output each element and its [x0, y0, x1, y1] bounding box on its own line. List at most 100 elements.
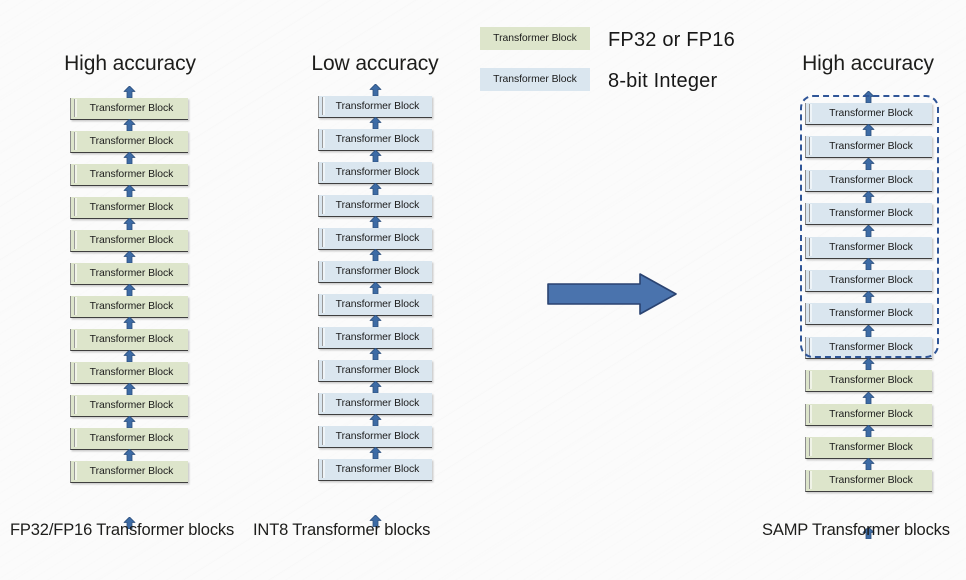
flow-up-arrow-icon	[123, 184, 136, 198]
flow-up-arrow-icon	[369, 83, 382, 97]
flow-up-arrow-icon	[862, 324, 875, 338]
flow-up-arrow-icon	[862, 357, 875, 371]
transformer-block-label: Transformer Block	[89, 367, 174, 378]
transformer-block: Transformer Block	[805, 437, 932, 459]
transformer-block-label: Transformer Block	[335, 332, 420, 343]
samp-column-title: High accuracy	[802, 52, 934, 75]
legend-swatch-int8: Transformer Block	[480, 68, 590, 91]
transformer-block: Transformer Block	[70, 230, 188, 252]
transformer-block-label: Transformer Block	[89, 136, 174, 147]
samp-column-caption: SAMP Transformer blocks	[762, 521, 950, 539]
flow-up-arrow-icon	[862, 457, 875, 471]
int8-column-title: Low accuracy	[311, 52, 439, 75]
flow-up-arrow-icon	[369, 215, 382, 229]
transformer-block-label: Transformer Block	[829, 208, 913, 220]
transformer-block-label: Transformer Block	[829, 341, 913, 353]
flow-up-arrow-icon	[862, 90, 875, 104]
transformer-block: Transformer Block	[318, 162, 432, 184]
transformer-block: Transformer Block	[318, 360, 432, 382]
legend-swatch-int8-label: Transformer Block	[493, 74, 577, 85]
flow-up-arrow-icon	[369, 446, 382, 460]
transformer-block-label: Transformer Block	[829, 275, 913, 286]
flow-up-arrow-icon	[369, 182, 382, 196]
transformer-block: Transformer Block	[805, 203, 932, 226]
transformer-block-label: Transformer Block	[829, 108, 913, 119]
transformer-block: Transformer Block	[318, 459, 432, 481]
transformer-block-label: Transformer Block	[335, 299, 420, 310]
transformer-block: Transformer Block	[805, 370, 932, 393]
transformer-block: Transformer Block	[70, 131, 188, 153]
flow-up-arrow-icon	[862, 157, 875, 171]
transformer-block: Transformer Block	[70, 263, 188, 285]
transformer-block-label: Transformer Block	[335, 167, 420, 178]
transformer-block: Transformer Block	[318, 228, 432, 250]
transformer-block: Transformer Block	[318, 261, 432, 283]
transformer-block-label: Transformer Block	[89, 433, 174, 444]
transformer-block-label: Transformer Block	[89, 169, 174, 180]
transformer-block-label: Transformer Block	[335, 431, 420, 442]
flow-up-arrow-icon	[123, 316, 136, 330]
flow-up-arrow-icon	[862, 391, 875, 404]
transformer-block: Transformer Block	[70, 362, 188, 384]
transformer-block: Transformer Block	[318, 294, 432, 316]
transformer-block-label: Transformer Block	[335, 464, 420, 475]
transformer-block-label: Transformer Block	[89, 202, 174, 213]
transformer-block-label: Transformer Block	[829, 475, 913, 487]
transformer-block: Transformer Block	[318, 96, 432, 118]
legend-label-int8: 8-bit Integer	[608, 70, 718, 92]
transformer-block-label: Transformer Block	[335, 266, 420, 277]
flow-up-arrow-icon	[123, 250, 136, 264]
transformer-block-label: Transformer Block	[335, 233, 420, 244]
flow-up-arrow-icon	[369, 314, 382, 328]
transformer-block: Transformer Block	[805, 336, 932, 359]
transformer-block-label: Transformer Block	[335, 365, 420, 376]
transformer-block: Transformer Block	[70, 329, 188, 351]
flow-up-arrow-icon	[369, 116, 382, 130]
transformer-block-label: Transformer Block	[89, 301, 174, 312]
transformer-block: Transformer Block	[70, 428, 188, 450]
transformer-block: Transformer Block	[318, 129, 432, 151]
flow-up-arrow-icon	[369, 380, 382, 394]
flow-up-arrow-icon	[123, 415, 136, 429]
transformer-block: Transformer Block	[805, 236, 932, 259]
flow-up-arrow-icon	[369, 149, 382, 163]
transformer-block: Transformer Block	[70, 461, 188, 483]
transformer-block-label: Transformer Block	[335, 398, 420, 409]
transformer-block: Transformer Block	[318, 393, 432, 415]
transition-arrow-icon	[547, 273, 677, 315]
transformer-block-label: Transformer Block	[829, 241, 913, 253]
flow-up-arrow-icon	[862, 123, 875, 137]
transformer-block-label: Transformer Block	[335, 101, 420, 112]
transformer-block-label: Transformer Block	[829, 442, 913, 453]
transformer-block: Transformer Block	[805, 136, 932, 159]
flow-up-arrow-icon	[123, 217, 136, 231]
transformer-block-label: Transformer Block	[829, 308, 913, 320]
transformer-block-label: Transformer Block	[89, 466, 174, 477]
transition-arrow	[546, 272, 678, 316]
transformer-block-label: Transformer Block	[89, 103, 174, 114]
flow-up-arrow-icon	[123, 382, 136, 396]
flow-up-arrow-icon	[369, 413, 382, 427]
transformer-block-label: Transformer Block	[89, 268, 174, 279]
transformer-block-label: Transformer Block	[89, 334, 174, 345]
transformer-block-label: Transformer Block	[829, 141, 913, 153]
transformer-block-label: Transformer Block	[335, 200, 420, 211]
transformer-block: Transformer Block	[805, 470, 932, 493]
transformer-block: Transformer Block	[70, 296, 188, 318]
transformer-block-label: Transformer Block	[829, 408, 913, 420]
flow-up-arrow-icon	[123, 118, 136, 132]
legend-swatch-fp-label: Transformer Block	[493, 33, 577, 44]
legend-swatch-fp: Transformer Block	[480, 27, 590, 50]
transformer-block: Transformer Block	[318, 195, 432, 217]
transformer-block-label: Transformer Block	[335, 134, 420, 145]
flow-up-arrow-icon	[862, 257, 875, 271]
transformer-block: Transformer Block	[318, 327, 432, 349]
transformer-block: Transformer Block	[70, 164, 188, 186]
transformer-block: Transformer Block	[70, 197, 188, 219]
flow-up-arrow-icon	[123, 283, 136, 297]
transformer-block-label: Transformer Block	[829, 174, 913, 186]
